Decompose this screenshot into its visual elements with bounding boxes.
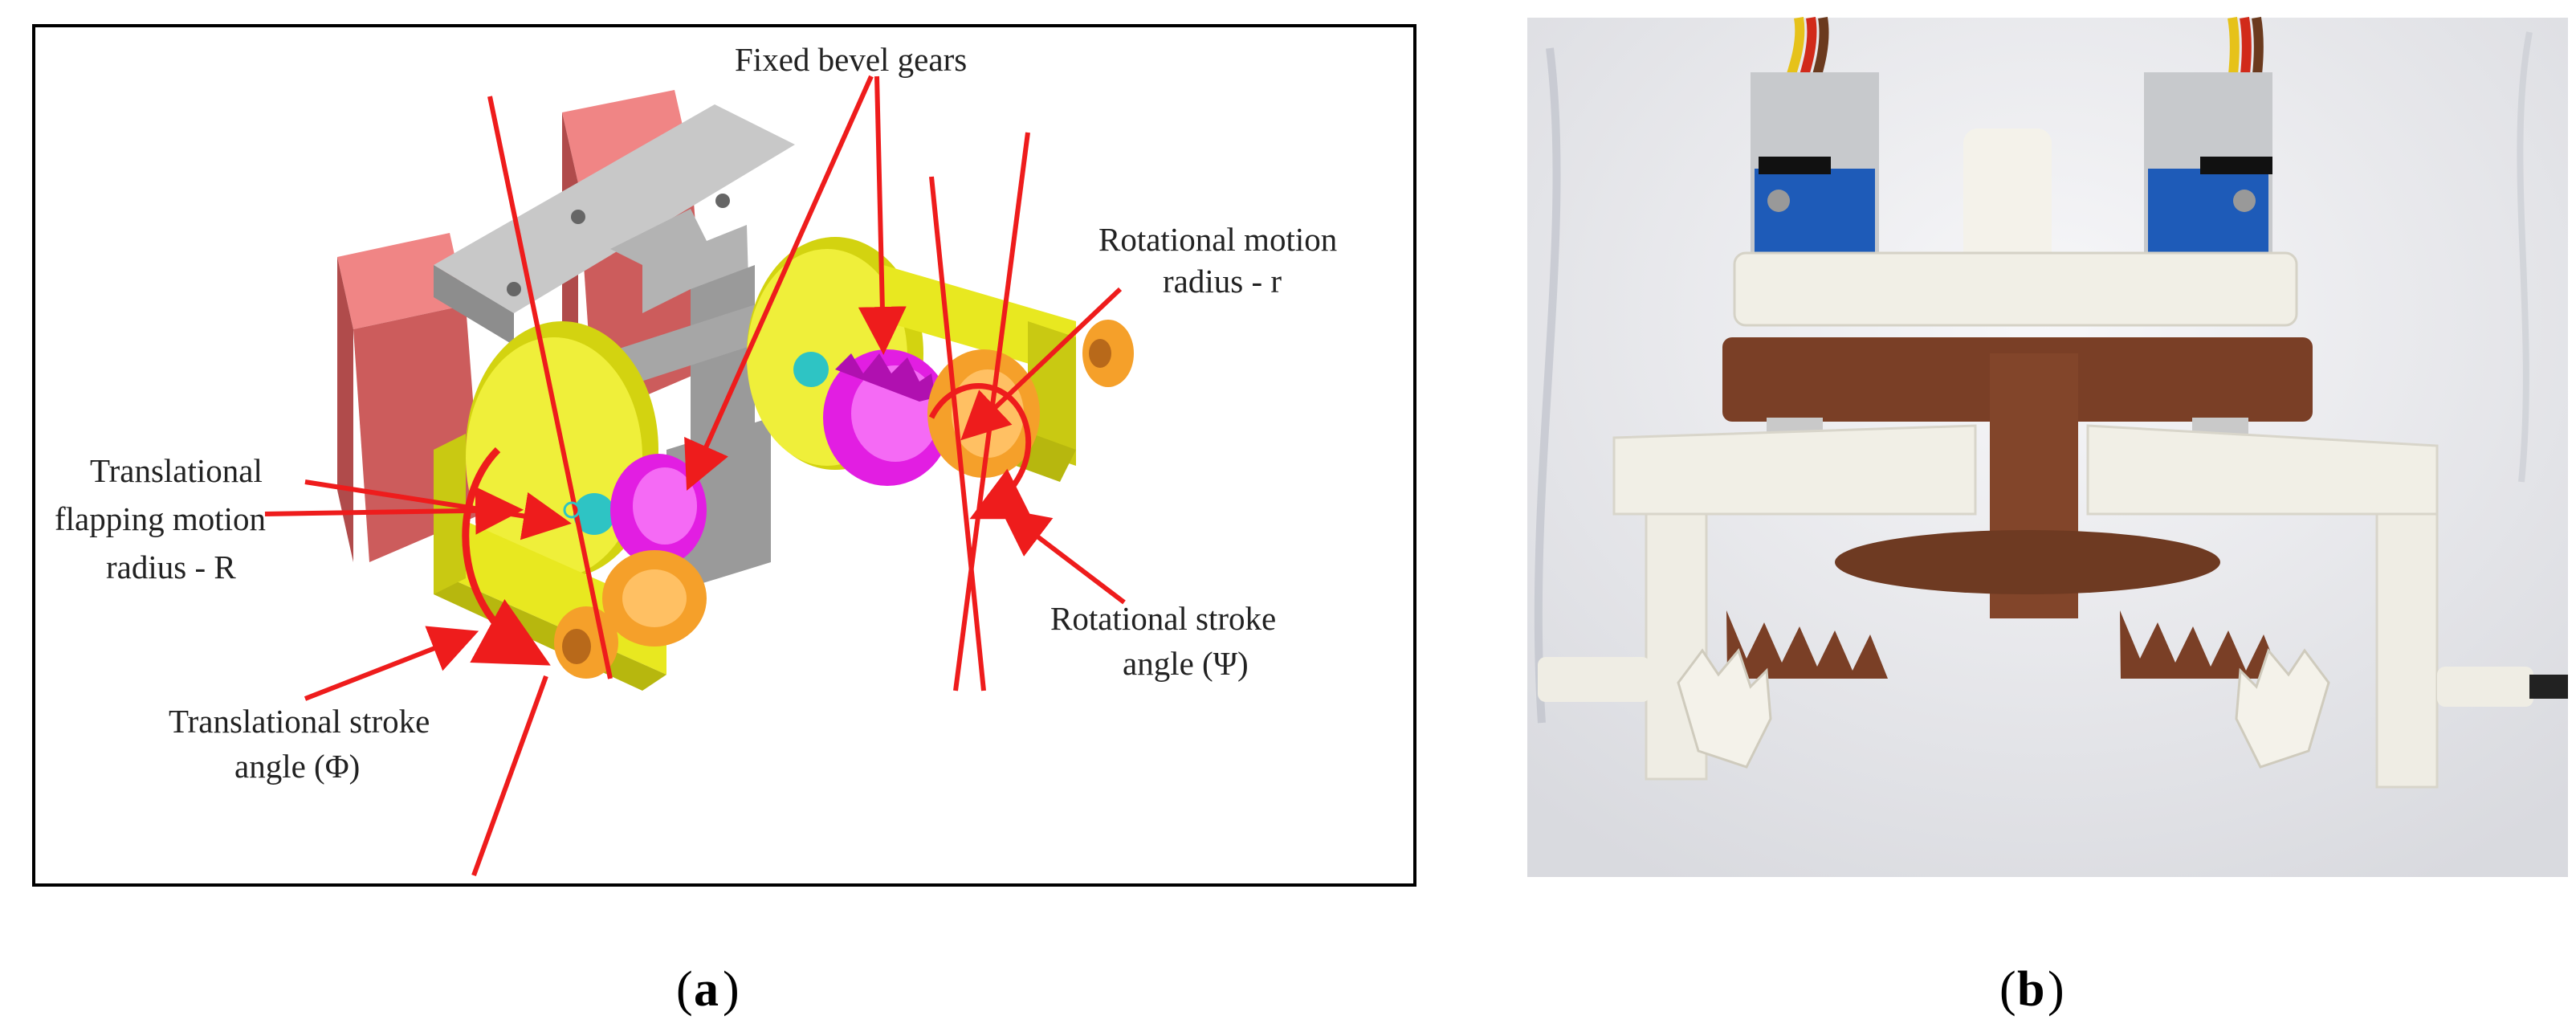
panel-b-photo: [1527, 16, 2568, 877]
white-bevel-gears: [1677, 647, 2330, 769]
center-post: [1963, 128, 2052, 265]
label-trans-radius-2: flapping motion: [55, 500, 266, 537]
brown-bevel-gears: [1726, 530, 2281, 679]
label-rot-radius-2: radius - r: [1163, 263, 1282, 300]
label-trans-stroke-2: angle (Φ): [234, 748, 360, 785]
label-trans-radius-3: radius - R: [106, 549, 236, 585]
white-frame: [1538, 424, 2568, 789]
caption-a: ( a ): [676, 962, 740, 1017]
label-rot-stroke-2: angle (Ψ): [1123, 645, 1249, 682]
servo-left: [1751, 72, 1879, 257]
caption-b-letter: b: [2017, 962, 2044, 1017]
white-top-plate: [1733, 251, 2298, 327]
label-fixed-bevel-gears: Fixed bevel gears: [735, 41, 967, 78]
svg-text:): ): [723, 962, 740, 1017]
label-rot-stroke-1: Rotational stroke: [1050, 600, 1276, 637]
servo-right: [2144, 72, 2272, 257]
caption-b: ( b ): [1999, 962, 2064, 1017]
svg-text:): ): [2048, 962, 2064, 1017]
cad-mechanism: [337, 90, 1134, 691]
svg-text:(: (: [1999, 962, 2016, 1017]
panel-a: Fixed bevel gears Rotational motion radi…: [32, 24, 1416, 887]
label-trans-stroke-1: Translational stroke: [169, 703, 430, 740]
ring-marker-icon: [563, 501, 581, 519]
annotations: [264, 75, 1126, 877]
svg-text:(: (: [676, 962, 693, 1017]
fixed-bevel-gears: [610, 349, 952, 566]
label-rot-radius-1: Rotational motion: [1098, 221, 1337, 258]
label-trans-radius-1: Translational: [90, 452, 263, 489]
caption-a-letter: a: [694, 962, 719, 1017]
